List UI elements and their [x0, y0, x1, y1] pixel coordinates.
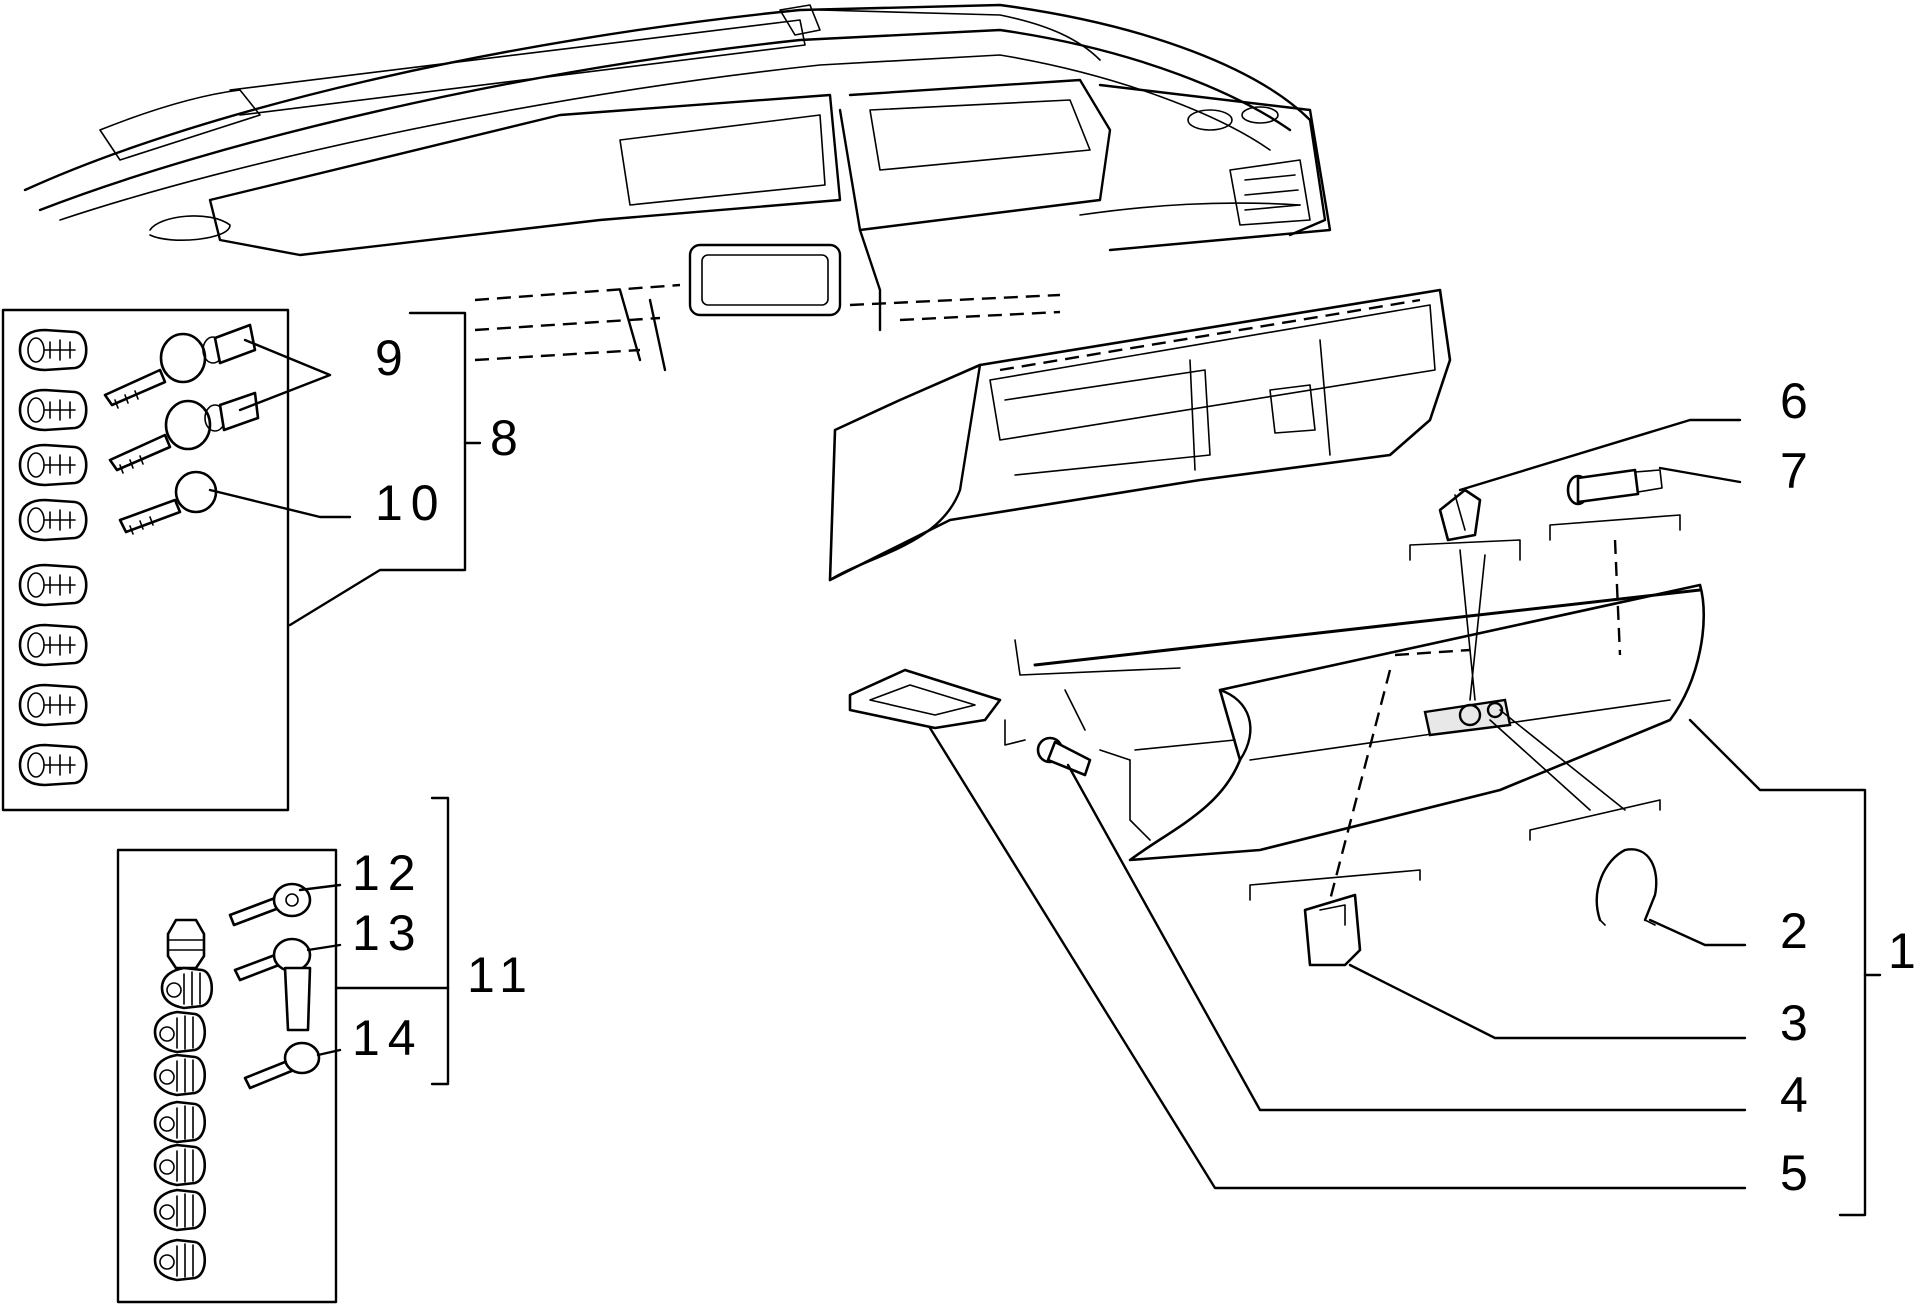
glove-box-lid — [1033, 583, 1706, 862]
callout-14: 14 — [352, 1010, 424, 1066]
part-7-hinge-pin — [1566, 468, 1663, 506]
part-5-light-housing — [848, 668, 1002, 730]
callout-1: 1 — [1888, 923, 1922, 979]
callout-2: 2 — [1780, 903, 1816, 959]
lock-kit-box-a — [1, 308, 290, 812]
callout-8: 8 — [490, 410, 526, 466]
callout-13: 13 — [352, 905, 424, 961]
callout-11: 11 — [467, 947, 535, 1003]
callout-3: 3 — [1780, 995, 1816, 1051]
part-4-bulb — [1036, 736, 1092, 777]
barrel-column-b — [153, 918, 214, 1282]
key-with-tag-lower — [108, 391, 260, 474]
key-with-tag-upper — [103, 323, 257, 409]
part-3-clip-plate — [1303, 893, 1362, 967]
callout-12: 12 — [352, 845, 424, 901]
key-14 — [243, 1041, 321, 1090]
key-12 — [228, 882, 312, 927]
plain-key — [118, 470, 218, 535]
lock-kit-box-b — [116, 848, 338, 1304]
box-a-leaders — [208, 311, 482, 627]
callout-5: 5 — [1780, 1145, 1816, 1201]
callout-6: 6 — [1780, 373, 1816, 429]
part-2-spring-clip — [1595, 848, 1658, 926]
right-callout-leaders — [928, 418, 1882, 1217]
part-6-latch-knob — [1438, 488, 1482, 542]
box-b-leaders — [298, 796, 450, 1086]
callout-labels: 1 2 3 4 5 6 7 8 9 10 11 12 13 14 — [352, 330, 1922, 1201]
barrel-column-a — [18, 328, 88, 787]
callout-7: 7 — [1780, 443, 1816, 499]
callout-10: 10 — [375, 475, 447, 531]
key-13-with-tag — [233, 937, 312, 1032]
callout-9: 9 — [375, 330, 411, 386]
callout-4: 4 — [1780, 1067, 1816, 1123]
glove-box-tray — [828, 288, 1452, 582]
dashboard-drawing — [23, 3, 1332, 372]
assembly-guide-lines — [1004, 514, 1681, 901]
